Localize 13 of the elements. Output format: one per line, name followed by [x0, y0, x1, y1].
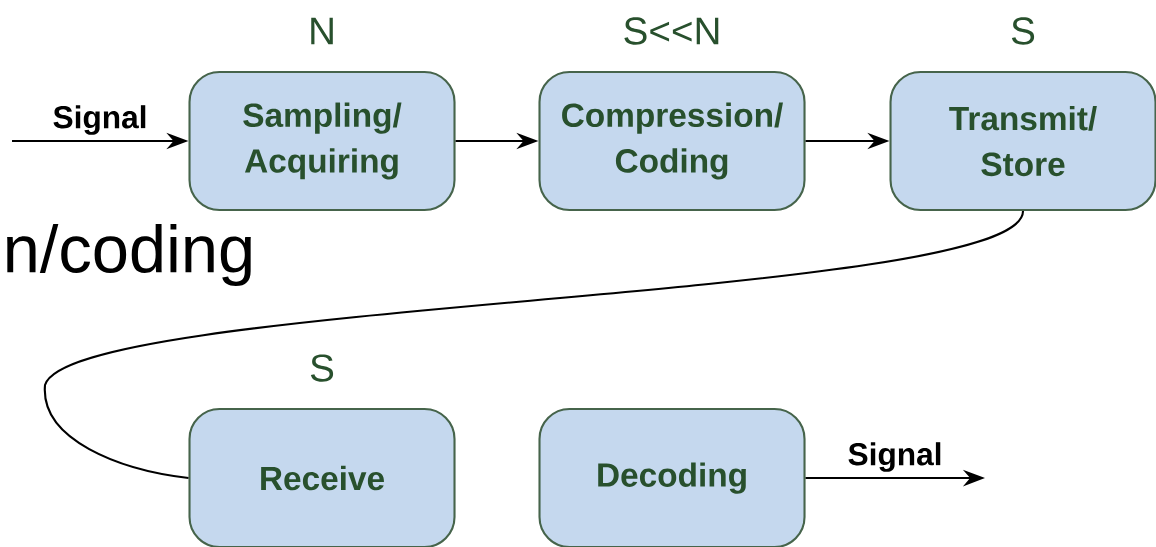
size-label: S<<N [624, 17, 719, 45]
process-box: Decoding [538, 407, 806, 547]
process-box: Compression/ Coding [538, 70, 806, 212]
edge-label: Signal [848, 442, 941, 472]
size-label: S [310, 354, 334, 382]
heading-fragment: n/coding [7, 223, 251, 287]
size-label: S [1011, 17, 1035, 45]
size-label: N [311, 17, 333, 45]
process-box: Receive [188, 407, 456, 547]
process-box: Sampling/ Acquiring [188, 70, 456, 212]
connector [43, 210, 1024, 480]
edge-label: Signal [53, 105, 146, 135]
process-box: Transmit/ Store [889, 70, 1156, 212]
